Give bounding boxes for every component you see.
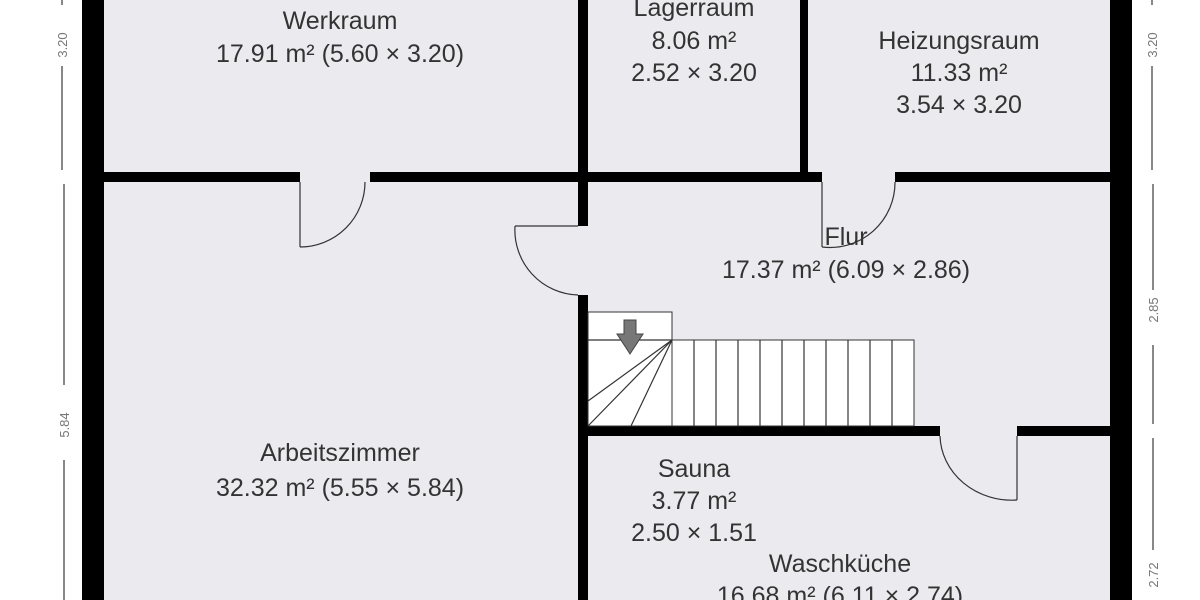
outer-wall-right bbox=[1110, 0, 1132, 600]
room-name-lagerraum: Lagerraum bbox=[634, 0, 755, 22]
room-area-werkraum: 17.91 m² (5.60 × 3.20) bbox=[216, 40, 464, 68]
door bbox=[939, 435, 1018, 501]
room-area-flur: 17.37 m² (6.09 × 2.86) bbox=[722, 256, 970, 284]
room-name-werkraum: Werkraum bbox=[283, 7, 398, 35]
wall bbox=[370, 172, 822, 182]
floor-area bbox=[104, 0, 1110, 600]
dimension-label: 2.85 bbox=[1146, 297, 1161, 322]
walls bbox=[82, 0, 1132, 600]
room-area-heizungsraum: 11.33 m² bbox=[911, 59, 1008, 87]
wall bbox=[578, 0, 588, 226]
dimension-label: 3.20 bbox=[1145, 32, 1160, 57]
door bbox=[299, 181, 366, 248]
room-dims-heizungsraum: 3.54 × 3.20 bbox=[896, 91, 1022, 119]
door bbox=[821, 181, 896, 249]
arrow-down-icon bbox=[616, 319, 644, 355]
wall bbox=[588, 426, 940, 436]
door bbox=[514, 225, 579, 296]
dimension-right: 3.20 2.85 2.72 bbox=[1145, 0, 1161, 588]
room-name-heizungsraum: Heizungsraum bbox=[878, 27, 1039, 55]
dimension-label: 2.72 bbox=[1146, 562, 1161, 587]
room-name-sauna: Sauna bbox=[658, 455, 730, 483]
room-area-waschkueche: 16.68 m² (6.11 × 2.74) bbox=[717, 582, 963, 600]
room-name-waschkueche: Waschküche bbox=[769, 550, 911, 578]
dimension-label: 5.84 bbox=[57, 412, 72, 437]
outer-wall-left bbox=[82, 0, 104, 600]
wall bbox=[800, 0, 808, 172]
room-dims-sauna: 2.50 × 1.51 bbox=[631, 519, 757, 547]
room-area-arbeitszimmer: 32.32 m² (5.55 × 5.84) bbox=[216, 474, 464, 502]
wall bbox=[1017, 426, 1110, 436]
wall bbox=[104, 172, 300, 182]
dimension-left: 3.20 5.84 bbox=[55, 0, 72, 600]
wall bbox=[895, 172, 1110, 182]
staircase bbox=[587, 311, 915, 427]
room-area-sauna: 3.77 m² bbox=[652, 487, 737, 515]
room-name-arbeitszimmer: Arbeitszimmer bbox=[260, 439, 420, 467]
dimension-label: 3.20 bbox=[55, 32, 70, 57]
room-dims-lagerraum: 2.52 × 3.20 bbox=[631, 59, 757, 87]
wall bbox=[578, 295, 588, 600]
room-area-lagerraum: 8.06 m² bbox=[652, 27, 737, 55]
room-name-flur: Flur bbox=[824, 223, 867, 251]
